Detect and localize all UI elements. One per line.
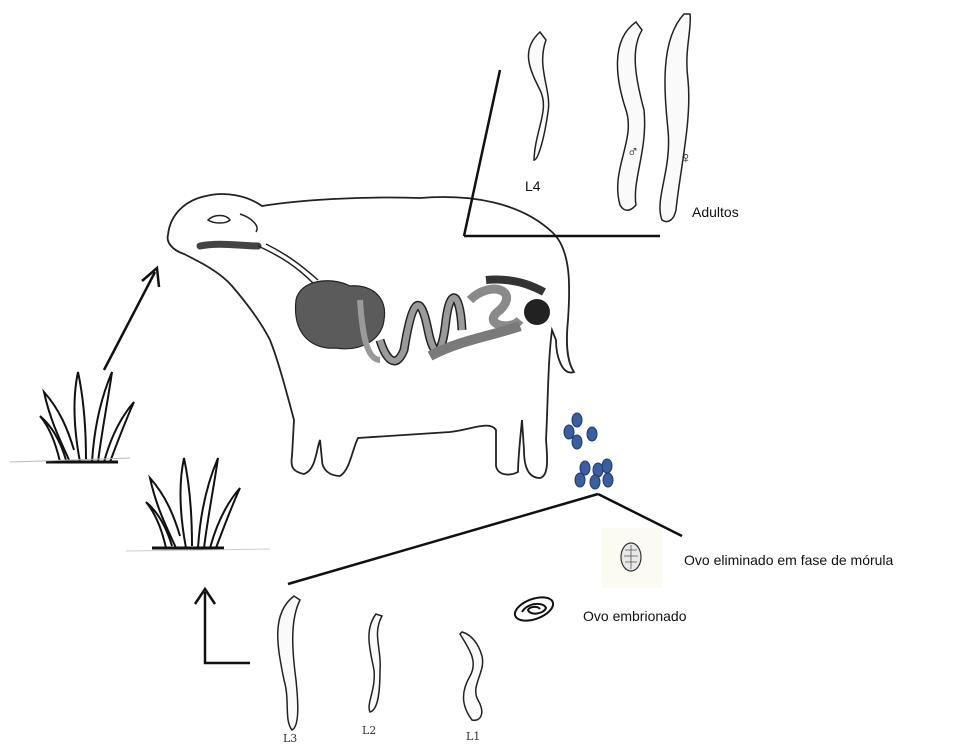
l3-label: L3 bbox=[283, 732, 297, 745]
male-adult-worm bbox=[617, 22, 644, 210]
l2-larva bbox=[369, 614, 382, 712]
ovo-morula-label: Ovo eliminado em fase de mórula bbox=[684, 552, 893, 568]
arrow-grass-to-sheep bbox=[104, 268, 159, 370]
l4-label: L4 bbox=[525, 178, 541, 194]
morula-egg bbox=[602, 528, 662, 588]
l2-label: L2 bbox=[362, 724, 376, 737]
eggs-cluster bbox=[564, 413, 613, 489]
grass-tuft-right bbox=[126, 458, 270, 551]
l1-larva bbox=[460, 632, 483, 720]
female-symbol: ♀ bbox=[680, 150, 692, 168]
adultos-label: Adultos bbox=[692, 204, 739, 220]
female-adult-worm bbox=[660, 14, 690, 222]
male-symbol: ♂ bbox=[627, 144, 639, 162]
l4-larva bbox=[528, 32, 548, 160]
l3-larva bbox=[278, 596, 300, 730]
arrow-l3-to-grass bbox=[195, 589, 250, 663]
l1-label: L1 bbox=[466, 730, 480, 743]
grass-tuft-left bbox=[10, 372, 134, 462]
embryonated-egg bbox=[512, 593, 556, 625]
ovo-embrionado-label: Ovo embrionado bbox=[583, 608, 687, 624]
